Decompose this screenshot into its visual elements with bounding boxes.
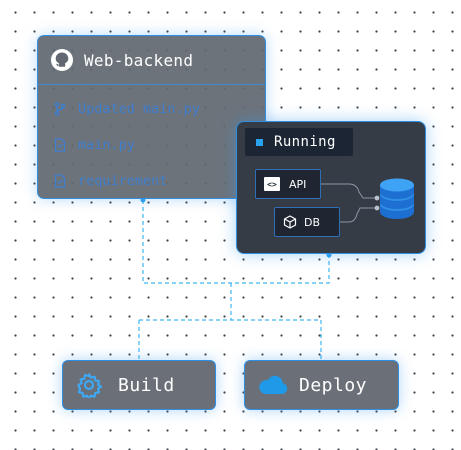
status-header: Running bbox=[245, 128, 353, 156]
branch-icon bbox=[54, 102, 66, 116]
build-button[interactable]: Build bbox=[62, 360, 216, 410]
runtime-panel[interactable]: Running <> API DB bbox=[236, 121, 426, 254]
database-icon bbox=[380, 178, 414, 219]
cloud-icon bbox=[259, 375, 288, 394]
repo-card[interactable]: Web-backend Updated main.py main.py bbox=[37, 35, 266, 199]
gear-icon bbox=[77, 373, 102, 398]
list-item[interactable]: Updated main.py bbox=[38, 91, 265, 127]
code-icon: <> bbox=[264, 177, 280, 191]
service-label: API bbox=[289, 177, 307, 191]
repo-to-merge-connector bbox=[142, 200, 231, 284]
db-service[interactable]: DB bbox=[274, 207, 340, 237]
github-icon bbox=[51, 49, 73, 71]
deploy-button[interactable]: Deploy bbox=[244, 360, 399, 410]
file-icon bbox=[54, 174, 66, 188]
service-wires bbox=[321, 183, 380, 223]
list-item[interactable]: requirement bbox=[38, 163, 265, 199]
api-service[interactable]: <> API bbox=[255, 169, 321, 199]
cube-icon bbox=[283, 215, 297, 229]
status-indicator bbox=[256, 138, 263, 146]
repo-header: Web-backend bbox=[38, 36, 265, 85]
list-item[interactable]: main.py bbox=[38, 127, 265, 163]
file-icon bbox=[54, 138, 66, 152]
repo-title: Web-backend bbox=[84, 50, 194, 70]
service-label: DB bbox=[304, 215, 321, 229]
file-name: main.py bbox=[78, 137, 135, 153]
runtime-to-merge-connector bbox=[231, 254, 330, 284]
deploy-label: Deploy bbox=[299, 374, 368, 396]
build-label: Build bbox=[118, 374, 175, 396]
file-name: requirement bbox=[78, 173, 168, 189]
repo-activity-list: Updated main.py main.py requirement bbox=[38, 85, 265, 199]
status-label: Running bbox=[274, 134, 336, 150]
commit-message: Updated main.py bbox=[78, 101, 200, 117]
